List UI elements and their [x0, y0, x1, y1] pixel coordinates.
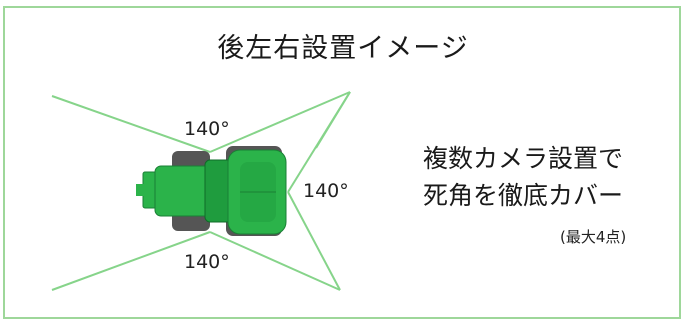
rear-top-coverage-line: [51, 95, 211, 153]
tractor-top-view-icon: [136, 146, 287, 236]
angle-label-top: 140°: [184, 118, 230, 140]
page-title: 後左右設置イメージ: [217, 33, 469, 64]
caption-line-2: 死角を徹底カバー: [423, 181, 624, 210]
side-bottom-coverage-line-a: [209, 231, 341, 291]
angle-label-right: 140°: [303, 180, 349, 202]
caption: 複数カメラ設置で 死角を徹底カバー: [423, 140, 623, 214]
coverage-lines: [51, 91, 351, 291]
max-note: (最大4点): [560, 228, 627, 246]
corner-line: [315, 91, 351, 149]
rear-bottom-coverage-line: [51, 231, 211, 291]
side-top-coverage-line-a: [209, 91, 351, 153]
angle-label-bottom: 140°: [184, 251, 230, 273]
caption-line-1: 複数カメラ設置で: [423, 144, 624, 173]
right-bottom-coverage-line: [287, 191, 341, 291]
